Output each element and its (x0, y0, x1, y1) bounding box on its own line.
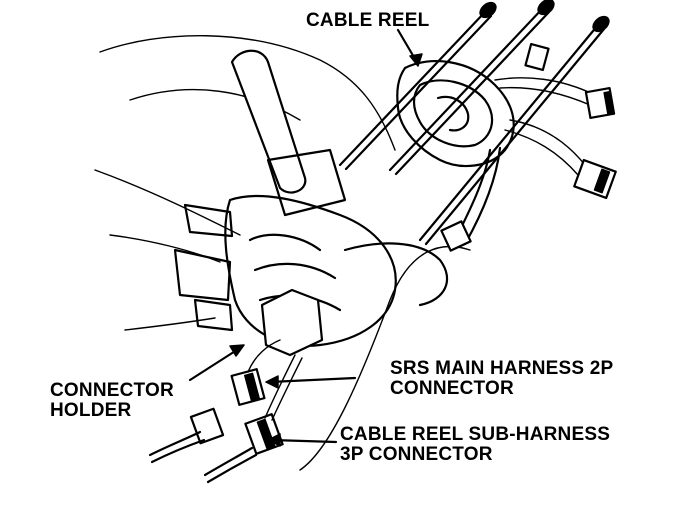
left-bracket-lower (173, 248, 232, 302)
screw-shaft-3b (424, 27, 606, 246)
dashboard-lower-line (94, 169, 241, 236)
screw-head-1 (479, 1, 497, 19)
column-shroud-right (343, 242, 449, 307)
harness-wire-left-2 (150, 438, 206, 464)
wire-upper-2 (499, 86, 591, 106)
cable-reel-hub (436, 95, 470, 132)
wire-to-holder-2 (264, 354, 296, 419)
label-sub-harness-line2: 3P CONNECTOR (340, 444, 493, 465)
label-cable-reel: CABLE REEL (306, 10, 430, 31)
connector-holder (260, 288, 324, 357)
switch-lever (230, 49, 307, 194)
label-sub-harness-line1: CABLE REEL SUB-HARNESS (340, 424, 611, 445)
screw-shaft-2b (394, 10, 551, 176)
connector-right-lower (573, 158, 617, 200)
pointer-sub-harness (270, 438, 338, 444)
harness-wire-mid-2 (206, 453, 258, 484)
pointer-cable-reel-head (409, 53, 423, 67)
cable-reel-housing (396, 59, 515, 167)
screw-shaft-1 (338, 10, 487, 167)
screw-head-2 (537, 0, 555, 16)
pointer-sub-harness-head (267, 433, 281, 447)
small-clip-top (524, 42, 550, 72)
harness-wire-left (148, 430, 202, 457)
connector-right-upper-shade (603, 90, 615, 116)
left-mount (193, 298, 234, 332)
connector-right-lower-shade (593, 168, 611, 194)
pointer-srs-main-head (265, 375, 279, 389)
screw-head-3 (592, 15, 610, 33)
screw-shaft-1b (344, 14, 493, 171)
cable-reel-inner (412, 79, 494, 148)
column-detail-1 (248, 233, 322, 252)
pointer-connector-holder (188, 346, 242, 382)
reel-harness-main-2 (463, 146, 502, 246)
wire-upper-1 (494, 77, 596, 96)
column-detail-2 (253, 262, 337, 280)
dashboard-lower-line-2 (109, 234, 221, 263)
screw-shaft-3 (418, 23, 600, 242)
harness-clip (440, 220, 472, 252)
trim-line-left (124, 317, 216, 331)
label-connector-holder-line1: CONNECTOR (50, 380, 174, 401)
pointer-connector-holder-head (229, 344, 245, 357)
mating-connector-left (189, 407, 225, 445)
wire-to-holder-3 (271, 357, 303, 421)
srs-main-2p-connector-shade (244, 372, 260, 402)
left-bracket (183, 203, 234, 238)
screw-shaft-2 (388, 6, 545, 172)
wire-lower-1 (509, 119, 586, 166)
column-body (224, 194, 397, 347)
harness-wire-mid (203, 446, 254, 477)
label-connector-holder-line2: HOLDER (50, 400, 132, 421)
label-srs-main-harness-line1: SRS MAIN HARNESS 2P (390, 358, 614, 379)
dashboard-contour (99, 35, 396, 151)
lever-base (266, 148, 347, 217)
wire-lower-2 (504, 129, 579, 176)
pointer-srs-main (268, 376, 357, 384)
wire-to-holder-1 (247, 339, 281, 373)
label-srs-main-harness-line2: CONNECTOR (390, 378, 514, 399)
